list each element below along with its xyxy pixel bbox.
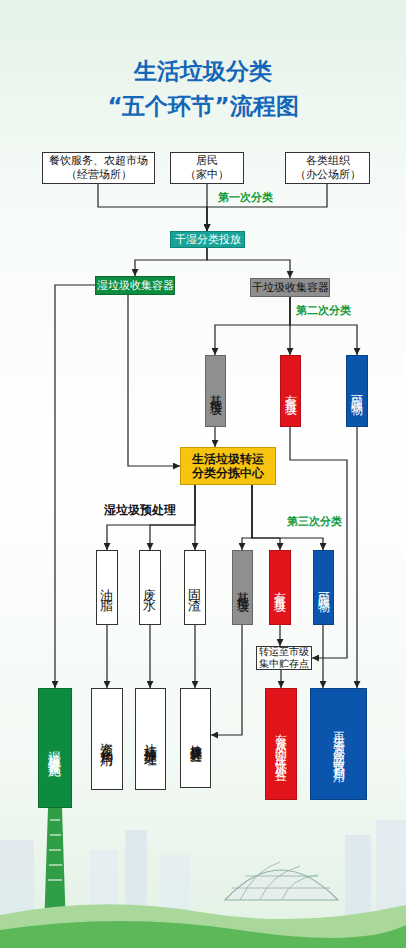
node-text: 可回收物 [350,385,364,397]
node-text: 各类组织 （办公场所） [290,154,365,182]
connector-arrow [207,248,290,278]
connector-arrow [289,297,290,355]
connector-arrow [215,297,290,355]
container-box: 湿垃圾收集容器 [95,276,175,295]
node-text: 其他垃圾 [208,385,222,397]
connector-arrow [322,625,323,688]
source-box: 居民 （家中） [170,152,244,184]
diagram-title: 生活垃圾分类 “五个环节”流程图 [70,54,336,124]
edge-label: 第二次分类 [296,303,351,318]
process-box: 干湿分类投放 [170,231,245,248]
node-text: 湿垃圾处置设施 [47,741,63,755]
edge-label: 第一次分类 [218,190,273,205]
connector-arrow [280,670,281,688]
connector-arrow [279,625,280,646]
source-box: 餐饮服务、农超市场 （经营场所） [42,152,155,184]
connector-arrow [207,184,327,231]
building-silhouette [376,820,406,920]
connector-arrow [128,295,180,466]
node-text: 居民 （家中） [179,154,235,182]
container-box: 干垃圾收集容器 [250,278,330,297]
connector-arrow [211,625,242,735]
node-text: 转运至市级 集中贮存点 [259,646,309,671]
node-text: 可回收物 [316,582,330,594]
node-text: 生活垃圾转运 分类分拣中心 [185,452,271,481]
node-text: 有害垃圾 [273,582,287,594]
connector-arrow [55,285,95,688]
node-text: 湿垃圾收集容器 [97,279,174,293]
green-hill [0,921,406,948]
category-box: 可回收物 [313,550,334,625]
node-text: 固渣 [187,578,203,598]
pretreat-box: 油脂 [96,550,118,625]
category-box: 有害垃圾 [280,355,301,427]
node-text: 再生资源企业回收再利用 [331,722,345,766]
disposal-box: 资源化利用 [91,688,123,790]
pretreat-box: 固渣 [184,550,206,625]
disposal-box: 湿垃圾处置设施 [38,688,72,808]
node-text: 达标排放处理 [143,733,159,745]
category-box: 其他垃圾 [205,355,226,427]
node-text: 其他垃圾 [235,582,249,594]
node-text: 废水 [142,578,158,598]
building-silhouette [0,840,34,920]
edge-label: 湿垃圾预处理 [104,502,176,519]
connector-arrow [194,625,195,688]
tower-stripes [48,820,62,880]
building-silhouette [345,835,371,920]
category-box: 其他垃圾 [232,550,253,625]
category-box: 可回收物 [346,355,368,427]
disposal-box: 有资质的企业依法处置 [265,688,297,800]
connector-arrow [252,485,280,550]
connector-arrow [135,248,207,276]
node-text: 餐饮服务、农超市场 （经营场所） [47,154,150,182]
node-text: 资源化利用 [99,732,115,747]
disposal-box: 达标排放处理 [135,688,166,790]
node-text: 有资质的企业依法处置 [274,724,288,764]
connector-arrow [242,485,252,550]
connector-arrow [290,297,357,355]
connector-arrow [150,485,195,550]
pretreat-box: 废水 [139,550,161,625]
storage-box: 转运至市级 集中贮存点 [256,646,312,670]
edge-label: 第三次分类 [287,514,342,529]
center-box: 生活垃圾转运 分类分拣中心 [180,447,276,485]
connector-arrow [98,184,207,231]
node-text: 干垃圾收集容器 [252,281,329,295]
connector-arrow [107,485,195,550]
connector-arrow [206,184,207,231]
connector-arrow [106,625,107,688]
node-text: 有害垃圾 [283,385,297,397]
node-text: 干湿分类投放 [175,233,241,247]
connector-arrow [290,427,347,658]
source-box: 各类组织 （办公场所） [285,152,370,184]
category-box: 有害垃圾 [269,550,291,625]
node-text: 油脂 [99,578,115,598]
disposal-box: 垃圾焚烧厂处置 [180,688,211,788]
connector-arrow [214,427,215,447]
connector-arrow [149,625,150,688]
connector-arrow [194,485,195,550]
green-hill [0,904,406,948]
node-text: 垃圾焚烧厂处置 [188,735,202,742]
disposal-box: 再生资源企业回收再利用 [310,688,367,800]
dome-lattice [232,862,330,900]
connector-arrow [356,427,357,688]
